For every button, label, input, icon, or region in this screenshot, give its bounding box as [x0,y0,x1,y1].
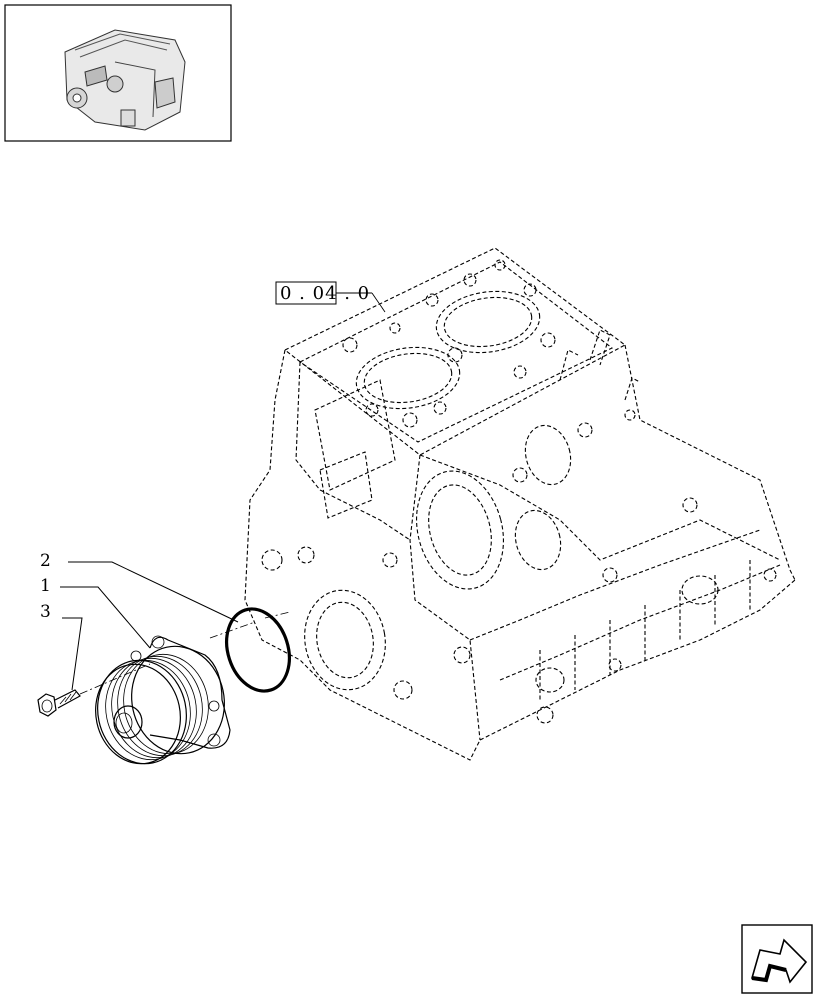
gasket-o-ring[interactable] [216,601,299,699]
callout-number-2: 2 [40,551,51,571]
water-pump[interactable] [87,635,235,772]
alignment-axis [79,611,291,695]
engine-thumbnail-icon[interactable] [4,4,232,142]
next-page-arrow-icon[interactable] [741,924,813,994]
mounting-bolt[interactable] [37,689,81,717]
reference-code: 0 . 04 . 0 [280,283,370,304]
callout-1: 1 [40,576,151,649]
callout-number-3: 3 [40,602,51,622]
reference-callout[interactable]: 0 . 04 . 0 [275,281,386,313]
callout-number-1: 1 [40,576,51,596]
callout-3: 3 [40,602,83,691]
engine-block-outline [244,247,796,761]
callout-2: 2 [40,551,239,623]
